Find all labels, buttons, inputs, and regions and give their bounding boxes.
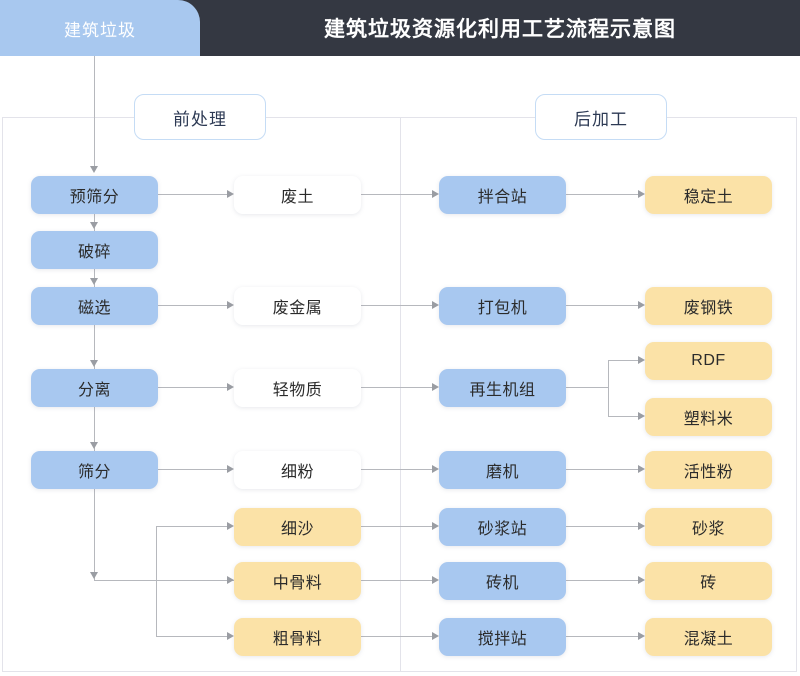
arrowhead-right-stabilized-soil (638, 190, 645, 198)
node-mortar[interactable]: 砂浆 (645, 508, 772, 546)
node-coarse-aggregate[interactable]: 粗骨料 (234, 618, 361, 656)
node-separation[interactable]: 分离 (31, 369, 158, 407)
connector-recycling-unit-stem (566, 387, 608, 388)
stage-label-post-processing: 后加工 (535, 94, 667, 140)
arrowhead-right-scrap-steel (638, 301, 645, 309)
arrowhead-right-medium-aggregate (227, 576, 234, 584)
node-light-material[interactable]: 轻物质 (234, 369, 361, 407)
connector-waste-metal-to-baler (361, 305, 432, 306)
stage-label-pre-processing: 前处理 (134, 94, 266, 140)
connector-trunk-to-fine-sand (156, 526, 227, 527)
connector-trunk-to-coarse-aggregate (156, 636, 227, 637)
connector-mill-to-active-powder (566, 469, 638, 470)
node-mortar-station[interactable]: 砂浆站 (439, 508, 566, 546)
node-waste-metal[interactable]: 废金属 (234, 287, 361, 325)
node-waste-soil[interactable]: 废土 (234, 176, 361, 214)
section-divider (400, 117, 401, 672)
connector-branch-to-rdf (608, 360, 638, 361)
connector-separation-to-screening (94, 407, 95, 451)
node-scrap-steel[interactable]: 废钢铁 (645, 287, 772, 325)
arrowhead-down-crushing (90, 222, 98, 229)
arrowhead-right-waste-metal (227, 301, 234, 309)
connector-aggregate-trunk (156, 526, 157, 636)
arrowhead-right-fine-powder (227, 465, 234, 473)
node-crushing[interactable]: 破碎 (31, 231, 158, 269)
connector-brick-machine-to-brick (566, 580, 638, 581)
arrowhead-right-batching-plant (432, 632, 439, 640)
arrowhead-right-waste-soil (227, 190, 234, 198)
connector-magnetic-to-separation (94, 325, 95, 369)
page-title: 建筑垃圾资源化利用工艺流程示意图 (324, 18, 676, 41)
connector-separation-to-light-material (158, 387, 227, 388)
arrowhead-right-brick (638, 576, 645, 584)
arrowhead-right-active-powder (638, 465, 645, 473)
node-plastic-pellets[interactable]: 塑料米 (645, 398, 772, 436)
connector-magnetic-to-waste-metal (158, 305, 227, 306)
arrowhead-right-recycling-unit (432, 383, 439, 391)
arrowhead-right-mortar (638, 522, 645, 530)
connector-tab-to-prescreening (94, 56, 95, 166)
connector-screening-to-fine-powder (158, 469, 227, 470)
diagram-panel (2, 117, 797, 672)
node-magnetic-separation[interactable]: 磁选 (31, 287, 158, 325)
node-pre-screening[interactable]: 预筛分 (31, 176, 158, 214)
node-recycling-unit[interactable]: 再生机组 (439, 369, 566, 407)
arrowhead-right-rdf (638, 356, 645, 364)
arrowhead-down-prescreening (90, 166, 98, 173)
node-rdf[interactable]: RDF (645, 342, 772, 380)
connector-recycling-unit-branch-trunk (608, 360, 609, 416)
node-mill[interactable]: 磨机 (439, 451, 566, 489)
node-mixing-station[interactable]: 拌合站 (439, 176, 566, 214)
connector-waste-soil-to-mixing-station (361, 194, 432, 195)
node-concrete[interactable]: 混凝土 (645, 618, 772, 656)
arrowhead-right-mortar-station (432, 522, 439, 530)
node-baler[interactable]: 打包机 (439, 287, 566, 325)
arrowhead-right-concrete (638, 632, 645, 640)
arrowhead-down-magnetic (90, 278, 98, 285)
node-screening[interactable]: 筛分 (31, 451, 158, 489)
connector-medium-aggregate-to-brick-machine (361, 580, 432, 581)
arrowhead-down-screening (90, 442, 98, 449)
node-fine-powder[interactable]: 细粉 (234, 451, 361, 489)
arrowhead-right-mixing-station (432, 190, 439, 198)
node-medium-aggregate[interactable]: 中骨料 (234, 562, 361, 600)
arrowhead-right-plastic-pellets (638, 412, 645, 420)
connector-fine-powder-to-mill (361, 469, 432, 470)
node-brick[interactable]: 砖 (645, 562, 772, 600)
node-stabilized-soil[interactable]: 稳定土 (645, 176, 772, 214)
connector-screening-down (94, 489, 95, 580)
connector-prescreening-to-waste-soil (158, 194, 227, 195)
node-batching-plant[interactable]: 搅拌站 (439, 618, 566, 656)
connector-light-material-to-recycling-unit (361, 387, 432, 388)
node-brick-machine[interactable]: 砖机 (439, 562, 566, 600)
arrowhead-right-light-material (227, 383, 234, 391)
connector-mortar-station-to-mortar (566, 526, 638, 527)
arrowhead-down-aggregates (90, 572, 98, 579)
arrowhead-right-mill (432, 465, 439, 473)
arrowhead-right-brick-machine (432, 576, 439, 584)
arrowhead-down-separation (90, 360, 98, 367)
connector-fine-sand-to-mortar-station (361, 526, 432, 527)
arrowhead-right-baler (432, 301, 439, 309)
connector-coarse-aggregate-to-batching-plant (361, 636, 432, 637)
arrowhead-right-coarse-aggregate (227, 632, 234, 640)
connector-batching-plant-to-concrete (566, 636, 638, 637)
connector-branch-to-plastic-pellets (608, 416, 638, 417)
node-active-powder[interactable]: 活性粉 (645, 451, 772, 489)
node-fine-sand[interactable]: 细沙 (234, 508, 361, 546)
connector-mixing-station-to-stabilized-soil (566, 194, 638, 195)
header-tab-construction-waste[interactable]: 建筑垃圾 (0, 0, 200, 56)
arrowhead-right-fine-sand (227, 522, 234, 530)
connector-baler-to-scrap-steel (566, 305, 638, 306)
connector-trunk-to-medium-aggregate (156, 580, 227, 581)
